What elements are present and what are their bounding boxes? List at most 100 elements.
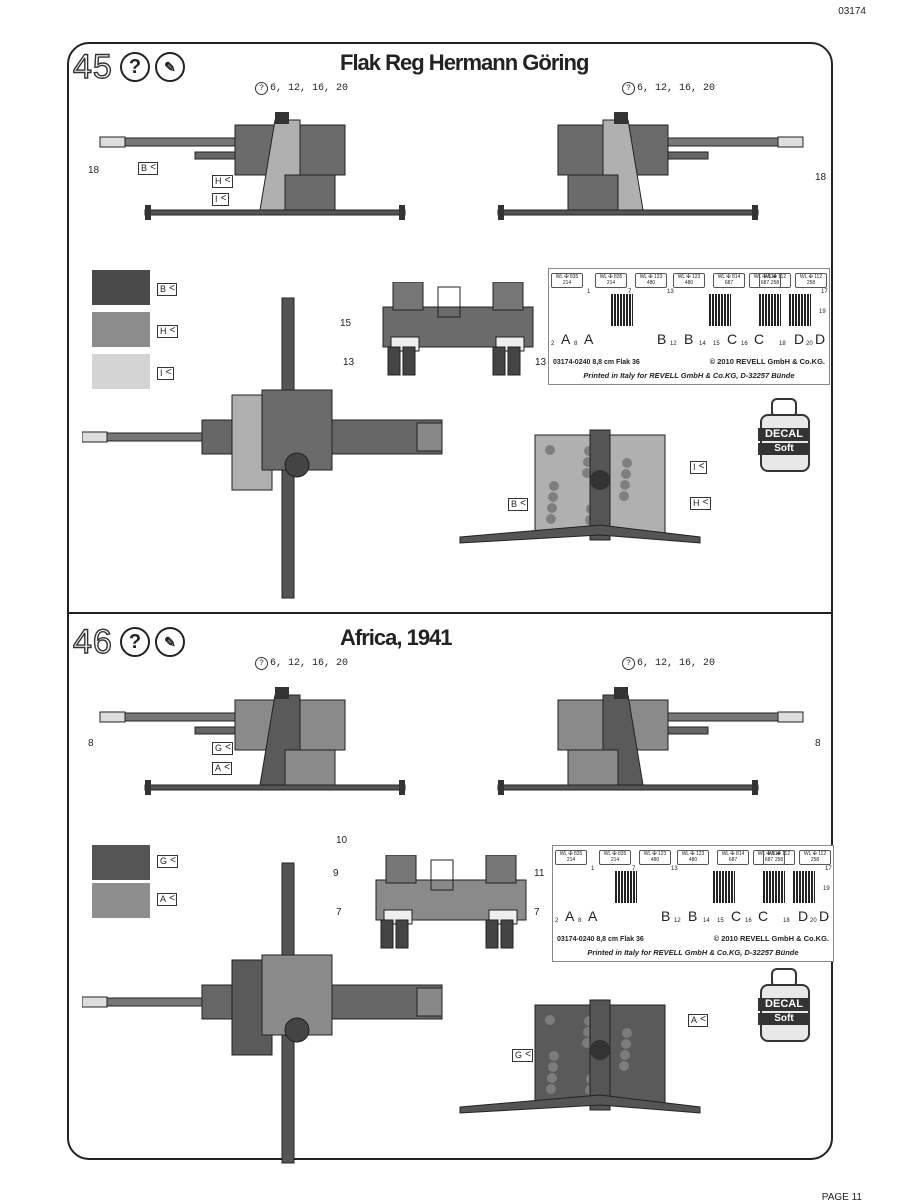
- wheel: [492, 346, 506, 376]
- decal-stripes: [759, 294, 781, 326]
- callout-parts-text: 6, 12, 16, 20: [270, 83, 349, 94]
- decal-letter: C: [754, 331, 765, 347]
- outrigger: [459, 1094, 701, 1114]
- decal-tag: H: [690, 497, 711, 510]
- bogie-right: [485, 855, 517, 884]
- decal-tag: B: [138, 162, 159, 175]
- decal-printed-line: Printed in Italy for REVELL GmbH & Co.KG…: [587, 948, 799, 957]
- decal-printed-line: Printed in Italy for REVELL GmbH & Co.KG…: [583, 371, 795, 380]
- decal-plate: WL ✠ 835 214: [555, 850, 587, 865]
- pedestal: [567, 174, 619, 211]
- barrel-decal-number: 18: [88, 165, 100, 176]
- barrel-decal-number: 8: [88, 738, 94, 749]
- part-number: 7: [534, 907, 540, 918]
- decal-number: 18: [783, 918, 790, 924]
- parts-callout: ?6, 12, 16, 20: [255, 82, 348, 95]
- help-icon: ?: [255, 82, 268, 95]
- camo-spot: [547, 1073, 557, 1083]
- camo-spot: [622, 458, 632, 468]
- bottle-label-decal: DECAL: [758, 428, 810, 441]
- decal-number: 12: [670, 341, 677, 347]
- gun-body: [99, 687, 406, 795]
- pedestal: [567, 749, 619, 786]
- decal-letter: D: [819, 908, 830, 924]
- decal-number: 13: [667, 289, 674, 295]
- decal-letter: B: [657, 331, 667, 347]
- decal-number: 1: [591, 866, 595, 872]
- carriage: [261, 954, 333, 1036]
- decal-number: 15: [713, 341, 720, 347]
- wheel: [380, 919, 394, 949]
- decal-number: 8: [574, 341, 578, 347]
- help-icon: ?: [622, 82, 635, 95]
- kit-number: 03174: [838, 6, 866, 17]
- pad: [416, 987, 443, 1017]
- camo-spot: [622, 1028, 632, 1038]
- step-divider: [67, 612, 833, 614]
- camo-spot: [545, 445, 555, 455]
- decal-tag: I: [212, 193, 229, 206]
- pad: [416, 422, 443, 452]
- barrel-decal-number: 18: [815, 172, 827, 183]
- step-number: 46: [72, 623, 113, 661]
- bottle-label-soft: Soft: [758, 1013, 810, 1025]
- swatch-tag: G: [157, 855, 179, 868]
- decal-tag: I: [690, 461, 707, 474]
- camo-spot: [548, 492, 558, 502]
- help-icon: ?: [120, 52, 150, 82]
- wheel: [395, 919, 409, 949]
- gun-body: [497, 687, 804, 795]
- camo-spot: [549, 481, 559, 491]
- decal-plate: WL ✠ 112 258: [763, 850, 795, 865]
- color-swatch: [92, 312, 150, 347]
- color-swatch: [92, 883, 150, 918]
- outrigger: [459, 524, 701, 544]
- decal-plate: WL ✠ 123 480: [677, 850, 709, 865]
- decal-copyright: © 2010 REVELL GmbH & Co.KG.: [709, 357, 825, 366]
- wheel: [507, 346, 521, 376]
- decal-stripes: [615, 871, 637, 903]
- decal-stripes: [713, 871, 735, 903]
- paint-brush-icon: ✎: [155, 52, 185, 82]
- decal-letter: B: [661, 908, 671, 924]
- swatch-tag: A: [157, 893, 178, 906]
- muzzle-rings: [777, 711, 804, 723]
- decal-number: 7: [628, 289, 632, 295]
- callout-parts-text: 6, 12, 16, 20: [637, 83, 716, 94]
- camo-spot: [547, 503, 557, 513]
- decal-letter: A: [588, 908, 598, 924]
- parts-callout: ?6, 12, 16, 20: [622, 657, 715, 670]
- decal-stripes: [709, 294, 731, 326]
- decal-stripes: [789, 294, 811, 326]
- decal-plate: WL ✠ 835 214: [595, 273, 627, 288]
- bogie-left: [385, 855, 417, 884]
- decal-letter: B: [688, 908, 698, 924]
- jack-left: [145, 780, 151, 795]
- camo-spot: [548, 1062, 558, 1072]
- muzzle-rings: [82, 996, 108, 1008]
- decal-letter: C: [758, 908, 769, 924]
- sight-box: [275, 112, 289, 124]
- decal-letter: D: [815, 331, 826, 347]
- sight-frame: [437, 286, 461, 318]
- outrigger: [144, 209, 406, 216]
- decal-letter: A: [565, 908, 575, 924]
- camo-spot: [549, 1051, 559, 1061]
- callout-parts-text: 6, 12, 16, 20: [637, 658, 716, 669]
- barrel-decal-number: 8: [815, 738, 821, 749]
- barrel-front: [590, 1040, 610, 1060]
- help-icon: ?: [255, 657, 268, 670]
- jack-left: [145, 205, 151, 220]
- decal-plate: WL ✠ 814 687: [717, 850, 749, 865]
- camo-spot: [620, 1050, 630, 1060]
- decal-number: 18: [779, 341, 786, 347]
- color-swatch: [92, 270, 150, 305]
- decal-letter: B: [684, 331, 694, 347]
- camo-spot: [620, 480, 630, 490]
- gun-side-view-left: [99, 112, 406, 220]
- gun-top-view: [82, 862, 443, 1164]
- decal-tag: A: [688, 1014, 709, 1027]
